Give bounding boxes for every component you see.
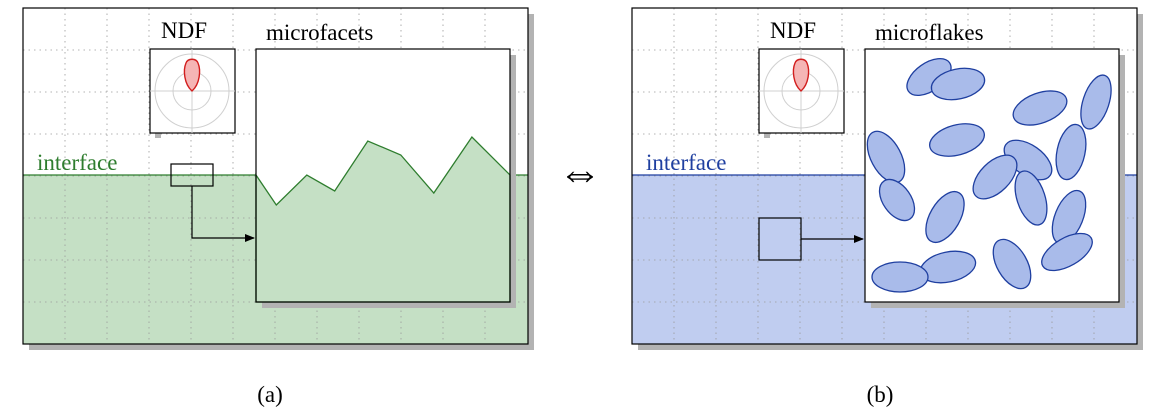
panel-b-frame: [631, 7, 1138, 345]
panel-b: NDF microflakes interface (b): [631, 7, 1143, 407]
microflake: [925, 190, 965, 244]
panel-b-detail-box: [864, 48, 1120, 303]
panel-b-ndf-lobe: [792, 58, 810, 92]
panel-a-detail: [255, 48, 516, 308]
panel-b-ndf-inset: [758, 48, 845, 138]
panel-b-caption: (b): [867, 382, 894, 407]
panel-b-microflakes: [866, 57, 1112, 293]
panel-a-detail-box: [255, 48, 511, 303]
panel-a-interface-label: interface: [37, 150, 117, 175]
panel-a-ndf-lobe: [183, 58, 201, 92]
panel-b-interface-label: interface: [646, 150, 726, 175]
microflake: [1041, 232, 1093, 272]
panel-a-detail-label: microfacets: [266, 20, 373, 45]
microflake: [992, 238, 1032, 290]
panel-a-frame: [22, 7, 529, 345]
microflake: [972, 154, 1018, 200]
microflake: [878, 178, 916, 222]
panel-a-ndf-inset: [149, 48, 236, 138]
microflake: [1014, 170, 1048, 226]
microflake: [929, 123, 985, 157]
panel-a-caption: (a): [257, 382, 283, 407]
panel-a-zoom-arrow: [191, 186, 255, 242]
panel-b-detail-label: microflakes: [875, 20, 984, 45]
microflake: [930, 67, 986, 101]
panel-a-ndf-label: NDF: [161, 18, 207, 43]
panel-b-detail: [864, 48, 1125, 308]
microflake: [871, 261, 929, 293]
panel-b-ndf-label: NDF: [770, 18, 816, 43]
microflake: [866, 130, 906, 184]
microflake: [1055, 123, 1087, 181]
equivalence-symbol: ⇔: [558, 148, 602, 197]
microflake: [1080, 74, 1112, 130]
microflake: [1012, 90, 1068, 126]
panel-a: NDF microfacets interface (a): [22, 7, 534, 407]
